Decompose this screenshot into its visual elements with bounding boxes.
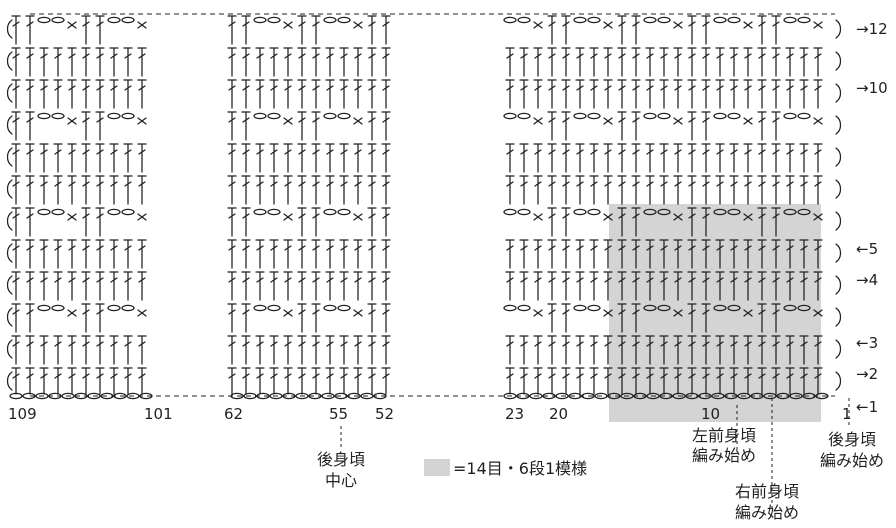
row-label-12: →12: [856, 20, 888, 38]
stitch-number-62: 62: [224, 405, 243, 423]
row-label-10: →10: [856, 79, 888, 97]
back-start-label: 後身頃 編み始め: [820, 430, 884, 470]
legend: =14目・6段1模様: [424, 459, 587, 478]
row-label-1: ←1: [856, 398, 878, 416]
left-front-start-line1: 左前身頃: [692, 426, 756, 445]
left-front-start-label: 左前身頃 編み始め: [692, 426, 756, 465]
row-number-labels: →12 →10 ←5 →4 ←3 →2 ←1: [856, 20, 888, 416]
legend-swatch: [424, 459, 450, 476]
stitch-number-55: 55: [329, 405, 348, 423]
back-center-line2: 中心: [325, 471, 357, 490]
back-start-line1: 後身頃: [828, 430, 876, 449]
row-label-4: →4: [856, 271, 878, 289]
row-label-2: →2: [856, 365, 878, 383]
stitch-number-101: 101: [144, 405, 173, 423]
marker-ticks: [340, 398, 850, 510]
legend-text: =14目・6段1模様: [453, 459, 587, 478]
guide-lines: [30, 13, 835, 397]
stitch-number-labels: 109 101 62 55 52 23 20 10 1: [8, 405, 852, 423]
row-label-5: ←5: [856, 240, 878, 258]
right-front-start-line2: 編み始め: [735, 503, 799, 522]
stitch-number-20: 20: [549, 405, 568, 423]
stitch-number-1: 1: [842, 405, 852, 423]
right-front-start-line1: 右前身頃: [735, 482, 799, 501]
right-front-start-label: 右前身頃 編み始め: [735, 482, 799, 522]
back-center-label: 後身頃 中心: [317, 450, 365, 490]
stitch-number-52: 52: [375, 405, 394, 423]
row-label-3: ←3: [856, 334, 878, 352]
stitch-columns: [9, 15, 829, 400]
left-front-start-line2: 編み始め: [692, 446, 756, 465]
back-center-line1: 後身頃: [317, 450, 365, 469]
turning-chains: [6, 19, 842, 391]
back-start-line2: 編み始め: [820, 451, 884, 470]
repeat-shade: [609, 204, 821, 422]
stitch-number-109: 109: [8, 405, 37, 423]
stitch-number-23: 23: [505, 405, 524, 423]
stitch-number-10: 10: [701, 405, 720, 423]
